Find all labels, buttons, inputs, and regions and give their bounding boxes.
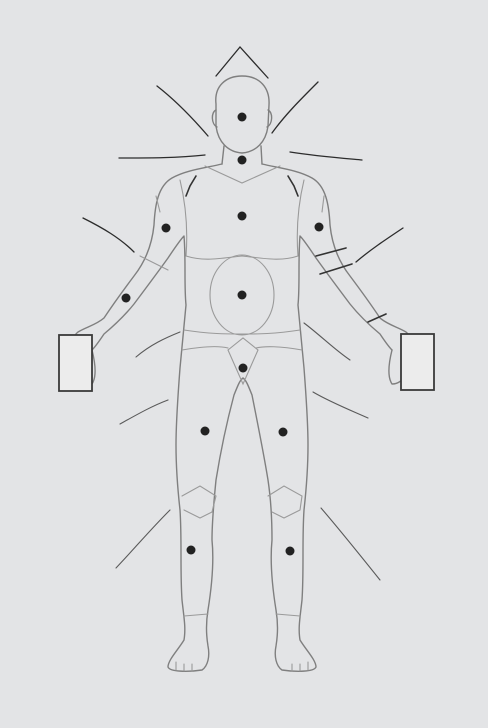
ankle-left-seam bbox=[183, 613, 209, 617]
wrist-mark-right bbox=[367, 313, 387, 323]
dark-marks bbox=[185, 175, 387, 323]
ankle-right-seam bbox=[275, 613, 301, 617]
point-abdomen bbox=[237, 290, 247, 300]
ear-right bbox=[266, 109, 273, 128]
ray-thigh-left bbox=[119, 399, 169, 425]
hip-seam bbox=[181, 346, 303, 351]
ray-knee-left bbox=[115, 509, 171, 569]
ray-shoulder-left bbox=[118, 154, 206, 159]
knee-right-seam bbox=[267, 485, 303, 519]
chest-side-left bbox=[179, 179, 188, 257]
shoulder-mark-left bbox=[185, 175, 197, 197]
ray-top-head bbox=[215, 46, 269, 79]
point-thigh-right-side-of-image bbox=[278, 427, 288, 437]
hand-devices bbox=[58, 333, 435, 392]
ray-upper-left bbox=[156, 85, 209, 137]
point-upper-arm-left-side-of-image bbox=[314, 222, 324, 232]
abdomen-oval bbox=[209, 254, 275, 336]
body-segments bbox=[139, 165, 325, 617]
ray-shoulder-right bbox=[289, 151, 363, 161]
ray-thigh-right bbox=[312, 391, 369, 419]
chest-side-right bbox=[296, 179, 305, 257]
forearm-band-lower bbox=[319, 263, 353, 275]
point-shin-left-side-of-image bbox=[186, 545, 196, 555]
body-outline bbox=[70, 75, 414, 672]
foot-left-detail bbox=[175, 661, 193, 672]
radiation-lines bbox=[82, 46, 404, 581]
ray-hip-right bbox=[303, 322, 351, 361]
body-points bbox=[121, 112, 324, 556]
upper-arm-seam-left bbox=[139, 255, 169, 271]
ray-upper-right bbox=[271, 81, 319, 134]
ray-knee-right bbox=[320, 507, 381, 581]
pelvis-diamond bbox=[227, 337, 259, 386]
right-hand-device bbox=[400, 333, 435, 391]
ear-left bbox=[211, 109, 218, 128]
point-thigh-left-side-of-image bbox=[200, 426, 210, 436]
ray-arm-left bbox=[82, 217, 135, 253]
point-neck bbox=[237, 155, 247, 165]
collar-seam bbox=[204, 165, 281, 184]
point-shin-right-side-of-image bbox=[285, 546, 295, 556]
point-chest bbox=[237, 211, 247, 221]
chest-lower-seam bbox=[185, 255, 299, 260]
left-hand-device bbox=[58, 334, 93, 392]
waist-seam bbox=[183, 329, 301, 335]
neck-outline bbox=[221, 145, 263, 165]
silhouette-outline bbox=[70, 163, 414, 672]
shoulder-seam-left bbox=[155, 195, 161, 213]
ray-hip-left bbox=[135, 331, 181, 358]
shoulder-seam-right bbox=[321, 195, 325, 213]
ray-arm-right bbox=[355, 227, 404, 263]
point-forearm-left-side-of-image bbox=[121, 293, 131, 303]
point-upper-arm-right-side-of-image bbox=[161, 223, 171, 233]
foot-right-detail bbox=[291, 661, 309, 672]
point-head bbox=[237, 112, 247, 122]
forearm-band-upper bbox=[315, 247, 347, 257]
point-pelvis bbox=[238, 363, 248, 373]
shoulder-mark-right bbox=[287, 175, 299, 197]
knee-left-seam bbox=[181, 485, 217, 519]
